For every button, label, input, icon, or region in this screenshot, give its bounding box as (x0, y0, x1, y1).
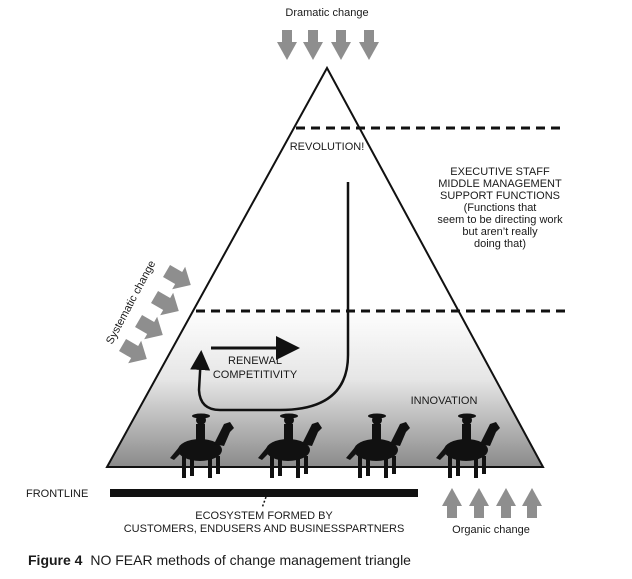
dramatic-change-label: Dramatic change (285, 7, 368, 19)
executive-line: doing that) (474, 238, 526, 250)
renewal-label: RENEWAL (228, 355, 282, 367)
figure-caption: Figure 4 NO FEAR methods of change manag… (28, 552, 411, 568)
innovation-label: INNOVATION (411, 395, 478, 407)
ecosystem-pointer (261, 496, 267, 509)
executive-line: but aren’t really (462, 226, 538, 238)
ecosystem-line-1: ECOSYSTEM FORMED BY (195, 510, 333, 522)
frontline-label: FRONTLINE (26, 488, 88, 500)
dramatic-change-arrows (277, 30, 379, 60)
executive-line: EXECUTIVE STAFF (450, 166, 550, 178)
revolution-label: REVOLUTION! (290, 141, 365, 153)
executive-line: seem to be directing work (437, 214, 563, 226)
organic-change-label: Organic change (452, 524, 530, 536)
executive-line: SUPPORT FUNCTIONS (440, 190, 560, 202)
organic-change-arrows (442, 488, 542, 518)
figure-number: Figure 4 (28, 552, 83, 568)
executive-line: (Functions that (464, 202, 537, 214)
frontline-bar (110, 489, 418, 497)
revolution-curve (190, 182, 350, 412)
ecosystem-line-2: CUSTOMERS, ENDUSERS AND BUSINESSPARTNERS (124, 523, 405, 535)
competitivity-label: COMPETITIVITY (213, 369, 298, 381)
executive-staff-block: EXECUTIVE STAFF MIDDLE MANAGEMENT SUPPOR… (437, 166, 563, 250)
figure-title: NO FEAR methods of change management tri… (90, 552, 411, 568)
triangle (105, 65, 545, 468)
renewal-label-group: RENEWAL COMPETITIVITY (213, 355, 298, 381)
executive-line: MIDDLE MANAGEMENT (438, 178, 562, 190)
